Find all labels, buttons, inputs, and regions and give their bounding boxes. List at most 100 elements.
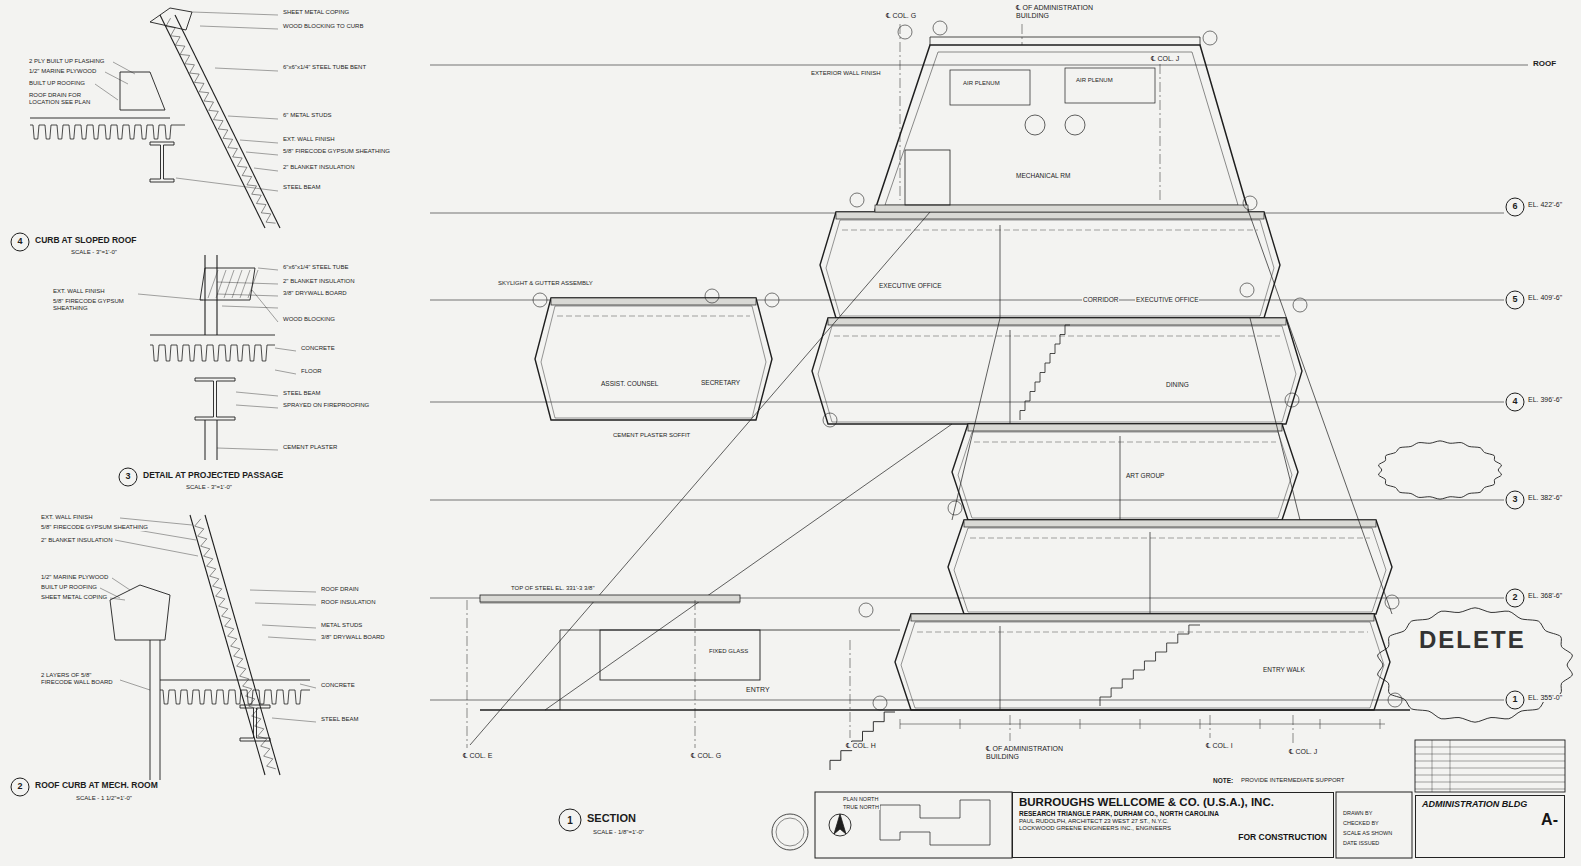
annotation-label: ℄ OF ADMINISTRATION BUILDING (985, 745, 1087, 760)
annotation-label: 3/8" DRYWALL BOARD (320, 634, 386, 641)
annotation-label: SCALE - 3"=1'-0" (185, 484, 233, 491)
hatch (248, 270, 258, 298)
column-center-line (1160, 64, 1161, 200)
column-center-line (695, 600, 696, 748)
partition (1010, 330, 1011, 424)
ceiling-duct-line (970, 538, 1370, 539)
revision-cloud (1379, 441, 1502, 499)
sloped-outline (470, 212, 930, 745)
wall-line (150, 640, 151, 780)
revision-column (1450, 740, 1451, 792)
dimension-tick (900, 719, 901, 729)
title-block-text: LOCKWOOD GREENE ENGINEERS INC., ENGINEER… (1019, 825, 1327, 832)
annotation-label: DINING (1165, 381, 1190, 388)
column-center-line (1022, 24, 1023, 45)
annotation-label: ROOF INSULATION (320, 599, 377, 606)
metal-deck (30, 125, 185, 139)
floor-band-outline (895, 614, 1390, 710)
ceiling-duct-line (834, 336, 1280, 337)
ceiling-duct-line (842, 230, 1258, 231)
parapet-rail (930, 37, 1200, 38)
leader-line (236, 405, 278, 408)
mechanical-room-outline (875, 45, 1248, 210)
bracket (205, 420, 206, 460)
leader-line (110, 598, 125, 600)
floor-slab (911, 614, 1374, 621)
drawn-by-block (1336, 792, 1412, 858)
annotation-label: ENTRY (745, 686, 771, 694)
parapet-post (930, 37, 931, 45)
sloped-outline (1248, 210, 1392, 614)
detail-callout-bubble (1293, 298, 1307, 312)
annotation-label: ENTRY WALK (1262, 666, 1306, 673)
annotation-label: SECRETARY (700, 379, 741, 386)
leader-line (222, 306, 278, 308)
annotation-label: 2" BLANKET INSULATION (40, 537, 114, 544)
annotation-label: AIR PLENUM (1075, 77, 1114, 84)
annotation-label: EL. 382'-6" (1527, 494, 1563, 502)
annotation-label: ℄ COL. G (690, 752, 722, 760)
annotation-label: EXT. WALL FINISH (282, 136, 336, 143)
leader-line (275, 348, 296, 351)
annotation-label: 2 PLY BUILT UP FLASHING (28, 58, 105, 65)
annotation-label: DELETE (1418, 627, 1527, 653)
hatch (232, 270, 242, 298)
annotation-label: METAL STUDS (320, 622, 363, 629)
floor-slab (551, 298, 756, 305)
annotation-label: BUILT UP ROOFING (40, 584, 98, 591)
annotation-label: STEEL BEAM (320, 716, 359, 723)
wall-line (560, 630, 561, 710)
roof-line (30, 118, 170, 119)
leader-line (262, 625, 316, 628)
revision-column (1432, 740, 1433, 792)
annotation-label: CONCRETE (300, 345, 336, 352)
annotation-label: CURB AT SLOPED ROOF (34, 236, 138, 245)
revision-table (1415, 740, 1565, 792)
leader-line (192, 12, 278, 15)
detail-callout-bubble (933, 21, 947, 35)
leader-line (215, 68, 278, 71)
curb (120, 72, 165, 110)
callout-number: 2 (17, 782, 22, 792)
annotation-label: SECTION (586, 812, 637, 824)
annotation-label: ℄ OF ADMINISTRATION BUILDING (1015, 4, 1117, 19)
annotation-label: 6"x6"x1/4" STEEL TUBE (282, 264, 349, 271)
dimension-tick (1080, 719, 1081, 729)
mechanical-room-inner (885, 52, 1238, 205)
annotation-label: ASSIST. COUNSEL (600, 380, 659, 387)
leader-line (272, 718, 316, 722)
floor-slab (968, 424, 1282, 431)
annotation-label: 5/8" FIRECODE GYPSUM SHEATHING (282, 148, 391, 155)
annotation-label: 2" BLANKET INSULATION (282, 278, 356, 285)
annotation-label: 5/8" FIRECODE GYPSUM SHEATHING (52, 298, 136, 311)
title-text: ADMINISTRATION BLDG (1422, 799, 1558, 810)
annotation-label: SCALE - 3"=1'-0" (70, 249, 118, 256)
annotation-label: 2 LAYERS OF 5/8" FIRECODE WALL BOARD (40, 672, 120, 685)
dimension-tick (960, 719, 961, 729)
interior-wall-line (901, 622, 1384, 708)
wall-line (204, 255, 205, 335)
air-plenum-box (1065, 68, 1155, 103)
sheet-number-box: ADMINISTRATION BLDGA- (1415, 795, 1565, 858)
leader-line (228, 116, 278, 119)
callout-number: 5 (1512, 295, 1517, 305)
annotation-label: CEMENT PLASTER (282, 444, 338, 451)
annotation-label: 1/2" MARINE PLYWOOD (28, 68, 97, 75)
steel-beam (240, 705, 270, 741)
leader-line (105, 72, 128, 84)
leader-line (236, 392, 278, 396)
stair (1100, 625, 1200, 706)
detail-callout-bubble (1388, 693, 1402, 707)
annotation-label: SCALE - 1 1/2"=1'-0" (75, 795, 133, 802)
stair (1020, 325, 1070, 420)
annotation-label: FIXED GLASS (708, 648, 749, 655)
annotation-label: STEEL BEAM (282, 184, 321, 191)
annotation-label: EXECUTIVE OFFICE (878, 282, 942, 289)
floor-slab (828, 318, 1286, 325)
leader-line (275, 370, 296, 374)
metal-deck (150, 345, 275, 361)
annotation-label: 6" METAL STUDS (282, 112, 332, 119)
detail-callout-bubble (1203, 31, 1217, 45)
parapet-post (1200, 37, 1201, 45)
